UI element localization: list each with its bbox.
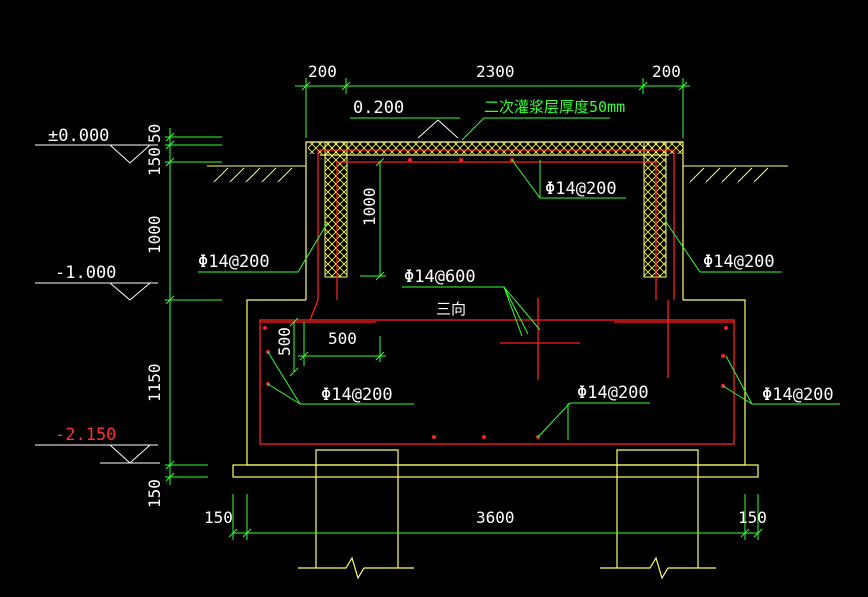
rebar-label-bottom-slab: Φ14@200 xyxy=(577,383,649,403)
rebar-label-right-wall: Φ14@200 xyxy=(703,252,775,272)
leader-lines xyxy=(198,117,840,440)
dim-v-150-bottom: 150 xyxy=(145,479,164,508)
rebar-label-center: Φ14@600 xyxy=(404,267,476,287)
ground-line-right xyxy=(683,165,788,183)
concrete-outline xyxy=(232,141,759,580)
dim-top-span: 2300 xyxy=(476,62,515,81)
dim-haunch-height: 500 xyxy=(275,327,294,356)
rebar-label-center-sub: 三向 xyxy=(436,300,466,318)
dim-top-right: 200 xyxy=(652,62,681,81)
dim-v-150: 150 xyxy=(145,147,164,176)
dim-v-50: 50 xyxy=(145,124,164,143)
rebar-label-right-base: Φ14@200 xyxy=(762,385,834,405)
dim-haunch-width: 500 xyxy=(328,329,357,348)
right-wall-hatch xyxy=(643,141,667,278)
elevation-mid: -1.000 xyxy=(55,263,116,283)
dim-bottom-span: 3600 xyxy=(476,508,515,527)
grout-layer-hatch xyxy=(308,142,683,154)
dim-bottom-right: 150 xyxy=(738,508,767,527)
dim-v-1000: 1000 xyxy=(145,215,164,254)
elevation-markers xyxy=(35,119,459,464)
rebar-label-top-slab: Φ14@200 xyxy=(545,179,617,199)
rebar-label-left-base: Φ14@200 xyxy=(321,385,393,405)
elevation-ground: ±0.000 xyxy=(48,126,109,146)
ground-line-left xyxy=(207,165,306,183)
dim-top-left: 200 xyxy=(308,62,337,81)
elevation-bottom: -2.150 xyxy=(55,425,116,445)
left-wall-hatch xyxy=(324,141,348,278)
dim-v-1150: 1150 xyxy=(145,363,164,402)
dimension-lines xyxy=(165,78,763,540)
top-level-label: 0.200 xyxy=(353,98,404,118)
dim-wall-height: 1000 xyxy=(360,187,379,226)
dim-bottom-left: 150 xyxy=(204,508,233,527)
rebar-label-left-wall: Φ14@200 xyxy=(198,252,270,272)
rebar-lines xyxy=(259,149,735,445)
grout-note: 二次灌浆层厚度50mm xyxy=(484,98,625,116)
